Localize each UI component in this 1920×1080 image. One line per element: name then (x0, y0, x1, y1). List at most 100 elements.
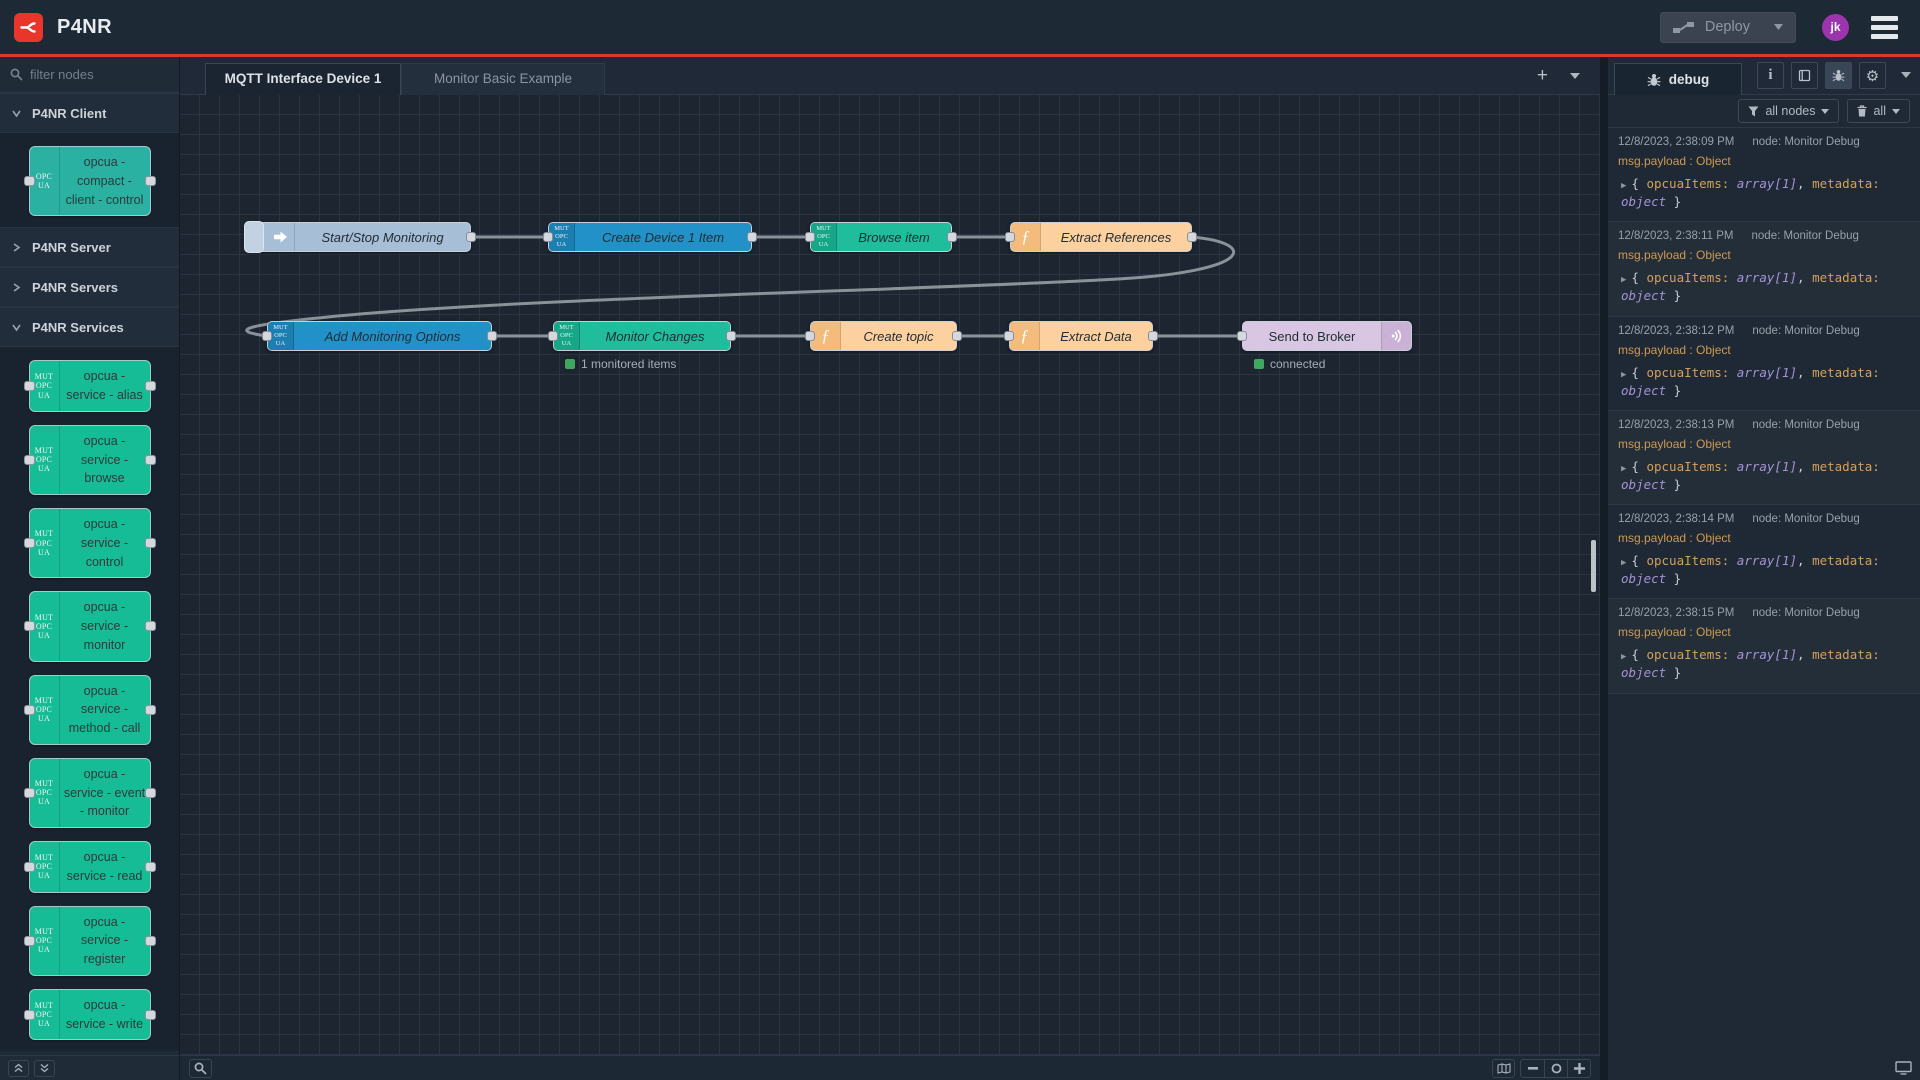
help-tab-button[interactable] (1791, 62, 1818, 89)
debug-message-list[interactable]: 12/8/2023, 2:38:09 PM node: Monitor Debu… (1608, 128, 1920, 1080)
deploy-caret-icon[interactable] (1764, 24, 1783, 30)
palette-category-p4nr-servers[interactable]: P4NR Servers (0, 267, 179, 307)
palette-node-opcua-service-register[interactable]: MUTOPCUAopcua - service - register (29, 906, 151, 976)
palette-node-opcua-service-write[interactable]: MUTOPCUAopcua - service - write (29, 989, 151, 1041)
flow-node-create-topic[interactable]: ƒCreate topic (810, 321, 957, 351)
palette-node-opcua-compact-client-control[interactable]: OPCUAopcua - compact - client - control (29, 146, 151, 216)
expand-arrow-icon[interactable]: ▶ (1621, 275, 1626, 285)
settings-tab-button[interactable]: ⚙ (1859, 62, 1886, 89)
deploy-button[interactable]: Deploy (1660, 12, 1796, 43)
debug-message[interactable]: 12/8/2023, 2:38:14 PM node: Monitor Debu… (1608, 505, 1920, 599)
input-port[interactable] (24, 705, 35, 715)
input-port[interactable] (24, 381, 35, 391)
debug-tab-button[interactable] (1825, 62, 1852, 89)
debug-json-preview[interactable]: ▶{ opcuaItems: array[1], metadata: objec… (1618, 458, 1910, 494)
debug-message[interactable]: 12/8/2023, 2:38:09 PM node: Monitor Debu… (1608, 128, 1920, 222)
flow-canvas[interactable]: Start/Stop Monitoring MUTOPCUACreate Devi… (180, 95, 1600, 1055)
output-port[interactable] (145, 788, 156, 798)
palette-node-opcua-service-method-call[interactable]: MUTOPCUAopcua - service - method - call (29, 675, 151, 745)
output-port[interactable] (145, 705, 156, 715)
input-port[interactable] (24, 176, 35, 186)
input-port[interactable] (805, 232, 815, 242)
palette-category-p4nr-services[interactable]: P4NR Services (0, 307, 179, 347)
output-port[interactable] (487, 331, 497, 341)
output-port[interactable] (145, 1010, 156, 1020)
palette-node-opcua-service-monitor[interactable]: MUTOPCUAopcua - service - monitor (29, 591, 151, 661)
debug-json-preview[interactable]: ▶{ opcuaItems: array[1], metadata: objec… (1618, 175, 1910, 211)
flow-list-caret-icon[interactable] (1570, 73, 1580, 79)
flow-node-start-stop-monitoring[interactable]: Start/Stop Monitoring (245, 222, 471, 252)
debug-message[interactable]: 12/8/2023, 2:38:11 PM node: Monitor Debu… (1608, 222, 1920, 316)
input-port[interactable] (24, 1010, 35, 1020)
navigator-button[interactable] (1492, 1059, 1515, 1078)
output-port[interactable] (947, 232, 957, 242)
debug-message[interactable]: 12/8/2023, 2:38:15 PM node: Monitor Debu… (1608, 599, 1920, 693)
info-tab-button[interactable]: i (1757, 62, 1784, 89)
input-port[interactable] (24, 538, 35, 548)
input-port[interactable] (1005, 232, 1015, 242)
palette-node-opcua-service-alias[interactable]: MUTOPCUAopcua - service - alias (29, 360, 151, 412)
flow-node-extract-references[interactable]: ƒExtract References (1010, 222, 1192, 252)
tab-monitor-basic-example[interactable]: Monitor Basic Example (401, 63, 605, 95)
debug-clear-button[interactable]: all (1847, 99, 1910, 123)
sidebar-menu-caret-icon[interactable] (1901, 72, 1911, 78)
flow-node-add-monitoring-options[interactable]: MUTOPCUAAdd Monitoring Options (267, 321, 492, 351)
output-port[interactable] (145, 455, 156, 465)
expand-arrow-icon[interactable]: ▶ (1621, 464, 1626, 474)
debug-message[interactable]: 12/8/2023, 2:38:12 PM node: Monitor Debu… (1608, 317, 1920, 411)
debug-message[interactable]: 12/8/2023, 2:38:13 PM node: Monitor Debu… (1608, 411, 1920, 505)
flow-node-browse-item[interactable]: MUTOPCUABrowse item (810, 222, 952, 252)
zoom-reset-button[interactable] (1544, 1060, 1567, 1077)
debug-json-preview[interactable]: ▶{ opcuaItems: array[1], metadata: objec… (1618, 646, 1910, 682)
palette-category-p4nr-client[interactable]: P4NR Client (0, 93, 179, 133)
expand-all-button[interactable] (34, 1060, 55, 1077)
zoom-out-button[interactable] (1521, 1060, 1544, 1077)
input-port[interactable] (24, 936, 35, 946)
inject-button[interactable] (244, 221, 264, 253)
flow-node-extract-data[interactable]: ƒExtract Data (1009, 321, 1153, 351)
canvas-vertical-scrollbar[interactable] (1591, 540, 1596, 592)
open-in-window-button[interactable] (1895, 1061, 1912, 1075)
avatar[interactable]: jk (1822, 14, 1849, 41)
input-port[interactable] (24, 621, 35, 631)
debug-json-preview[interactable]: ▶{ opcuaItems: array[1], metadata: objec… (1618, 552, 1910, 588)
expand-arrow-icon[interactable]: ▶ (1621, 181, 1626, 191)
palette-node-opcua-service-read[interactable]: MUTOPCUAopcua - service - read (29, 841, 151, 893)
output-port[interactable] (1187, 232, 1197, 242)
palette-scroll[interactable]: P4NR ClientOPCUAopcua - compact - client… (0, 93, 179, 1055)
output-port[interactable] (145, 381, 156, 391)
expand-arrow-icon[interactable]: ▶ (1621, 652, 1626, 662)
main-menu-button[interactable] (1871, 16, 1898, 39)
output-port[interactable] (145, 621, 156, 631)
palette-node-opcua-service-event-monitor[interactable]: MUTOPCUAopcua - service - event - monito… (29, 758, 151, 828)
input-port[interactable] (1237, 331, 1247, 341)
flow-node-send-to-broker[interactable]: Send to Broker (1242, 321, 1412, 351)
input-port[interactable] (262, 331, 272, 341)
input-port[interactable] (543, 232, 553, 242)
output-port[interactable] (747, 232, 757, 242)
collapse-all-button[interactable] (8, 1060, 29, 1077)
sidebar-splitter[interactable] (1600, 57, 1608, 1080)
input-port[interactable] (1004, 331, 1014, 341)
input-port[interactable] (24, 862, 35, 872)
palette-category-p4nr-server[interactable]: P4NR Server (0, 227, 179, 267)
output-port[interactable] (145, 176, 156, 186)
palette-node-opcua-service-browse[interactable]: MUTOPCUAopcua - service - browse (29, 425, 151, 495)
add-flow-button[interactable]: + (1537, 66, 1548, 85)
output-port[interactable] (145, 936, 156, 946)
debug-json-preview[interactable]: ▶{ opcuaItems: array[1], metadata: objec… (1618, 364, 1910, 400)
output-port[interactable] (952, 331, 962, 341)
canvas-search-button[interactable] (189, 1059, 212, 1078)
tab-debug[interactable]: debug (1614, 63, 1742, 95)
debug-json-preview[interactable]: ▶{ opcuaItems: array[1], metadata: objec… (1618, 269, 1910, 305)
input-port[interactable] (548, 331, 558, 341)
filter-nodes-input[interactable] (30, 67, 160, 82)
flow-node-create-device-1-item[interactable]: MUTOPCUACreate Device 1 Item (548, 222, 752, 252)
output-port[interactable] (145, 862, 156, 872)
zoom-in-button[interactable] (1567, 1060, 1590, 1077)
expand-arrow-icon[interactable]: ▶ (1621, 370, 1626, 380)
input-port[interactable] (805, 331, 815, 341)
palette-node-opcua-service-control[interactable]: MUTOPCUAopcua - service - control (29, 508, 151, 578)
input-port[interactable] (24, 788, 35, 798)
debug-filter-button[interactable]: all nodes (1738, 99, 1839, 123)
